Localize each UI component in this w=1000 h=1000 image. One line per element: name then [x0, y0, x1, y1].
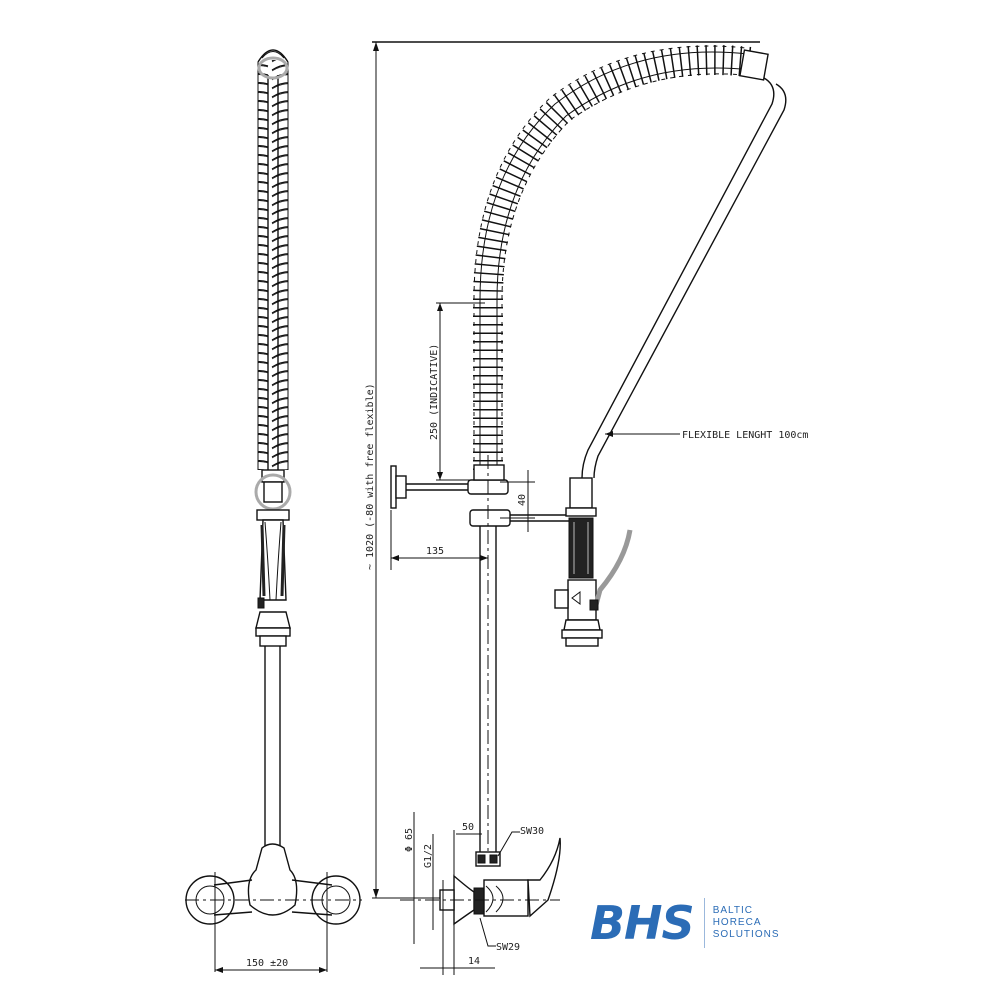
logo-mark: BHS	[590, 896, 695, 950]
label-nut-sw30: SW30	[520, 826, 544, 837]
dim-arm-offset: 135	[426, 546, 444, 557]
logo-line-1: BALTIC	[712, 905, 753, 916]
flexible-hose	[581, 77, 775, 479]
spring-coil-front	[473, 45, 755, 470]
logo-line-3: SOLUTIONS	[712, 929, 780, 940]
dim-total-height: ~ 1020 (-80 with free flexible)	[365, 383, 376, 570]
dim-thread: G1/2	[423, 844, 434, 868]
dim-wall-centers: 150 ±20	[246, 958, 288, 969]
dim-bracket-spacing: 40	[517, 494, 528, 506]
spray-valve	[554, 477, 633, 647]
logo-wordmark: BALTIC HORECA SOLUTIONS	[713, 905, 780, 941]
front-view: ~ 1020 (-80 with free flexible) FLEXIBLE…	[365, 41, 808, 975]
side-view: 150 ±20	[185, 49, 362, 973]
logo-line-2: HORECA	[712, 917, 762, 928]
wall-bracket	[390, 464, 580, 527]
mixer-body-side: 150 ±20	[185, 843, 362, 973]
hose-end-block	[739, 49, 769, 81]
dim-thread-depth: 14	[468, 956, 480, 967]
dim-flange-diameter: Φ 65	[404, 828, 415, 852]
label-nut-sw29: SW29	[496, 942, 520, 953]
dim-spring-indicative: 250 (INDICATIVE)	[429, 344, 440, 440]
logo-divider	[703, 898, 705, 948]
dim-wall-offset: 50	[462, 822, 474, 833]
swivel-joint-side	[254, 469, 292, 647]
bhs-logo: BHS BALTIC HORECA SOLUTIONS	[590, 898, 780, 948]
spring-coil-side	[257, 49, 289, 480]
note-flexible-length: FLEXIBLE LENGHT 100cm	[682, 430, 808, 441]
